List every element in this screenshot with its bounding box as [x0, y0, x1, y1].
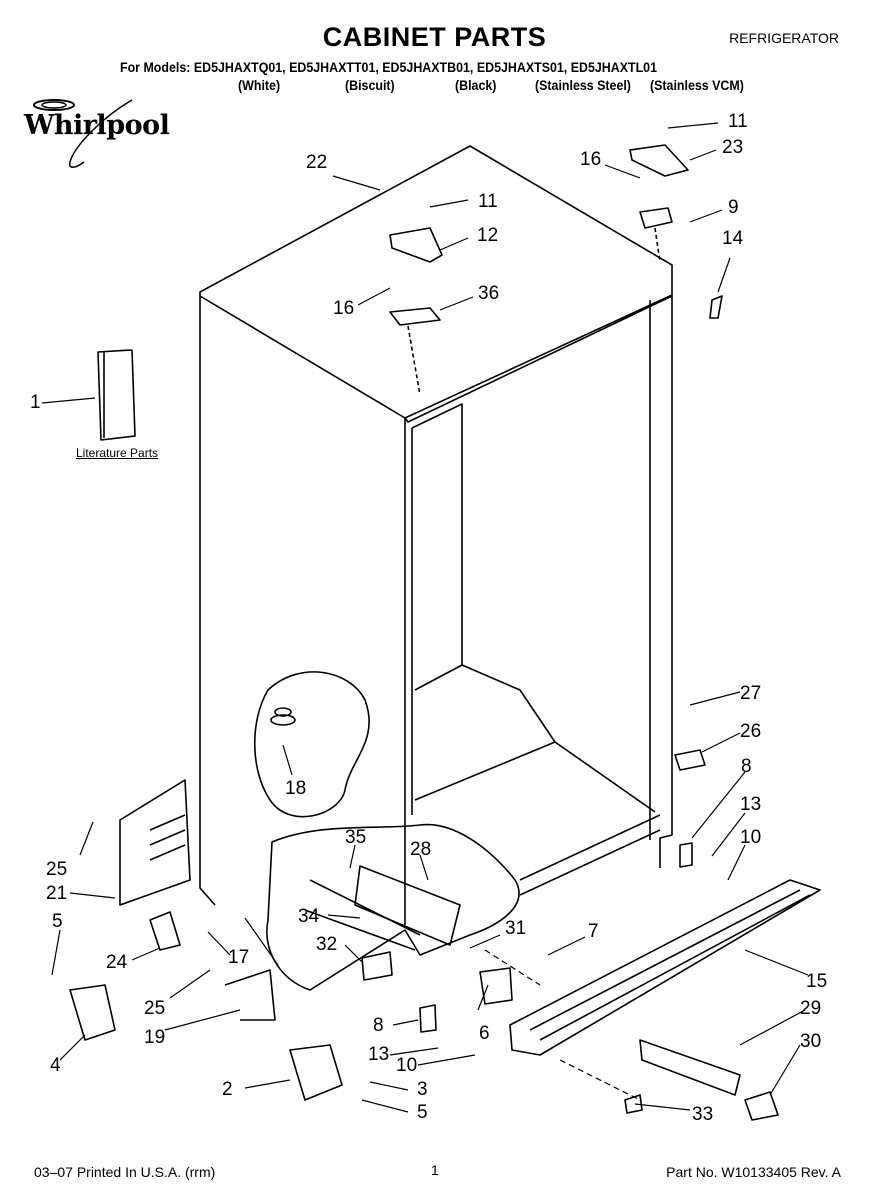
- brand-name: Whirlpool: [24, 110, 170, 141]
- callout-30: 30: [800, 1031, 822, 1052]
- callout-23: 23: [722, 137, 744, 158]
- callout-15: 15: [806, 971, 828, 992]
- callout-9: 9: [728, 197, 739, 218]
- callout-22: 22: [306, 152, 328, 173]
- callout-5-b: 5: [417, 1102, 428, 1123]
- callout-16-b: 16: [580, 149, 602, 170]
- callout-8-b: 8: [373, 1015, 384, 1036]
- callout-25-a: 25: [46, 859, 68, 880]
- print-info: 03–07 Printed In U.S.A. (rrm): [34, 1164, 216, 1180]
- callout-19: 19: [144, 1027, 166, 1048]
- literature-booklet: [97, 349, 136, 441]
- top-hinge-right: [639, 207, 673, 229]
- variant-stainless-vcm: (Stainless VCM): [650, 78, 744, 93]
- callout-7: 7: [588, 921, 599, 942]
- callout-36: 36: [478, 283, 500, 304]
- callout-5-a: 5: [52, 911, 63, 932]
- literature-parts-caption: Literature Parts: [76, 446, 159, 460]
- callout-13-b: 13: [368, 1044, 390, 1065]
- leader-lines: [41, 122, 809, 1113]
- callout-16-a: 16: [333, 298, 355, 319]
- page-number: 1: [431, 1162, 439, 1178]
- page-title: CABINET PARTS: [322, 22, 547, 52]
- callout-35: 35: [345, 827, 367, 848]
- callout-26: 26: [740, 721, 762, 742]
- callout-28: 28: [410, 839, 432, 860]
- callout-13-a: 13: [740, 794, 762, 815]
- callout-11-a: 11: [478, 191, 498, 212]
- callout-6: 6: [479, 1023, 490, 1044]
- brand-swoosh-icon: [33, 99, 133, 168]
- callout-24: 24: [106, 952, 128, 973]
- callout-3: 3: [417, 1079, 428, 1100]
- model-list: For Models: ED5JHAXTQ01, ED5JHAXTT01, ED…: [120, 60, 657, 75]
- callout-33: 33: [692, 1104, 714, 1125]
- brand-logo: Whirlpool: [14, 96, 174, 176]
- callout-29: 29: [800, 998, 822, 1019]
- toe-grille: [509, 879, 821, 1056]
- water-filter: [639, 1039, 741, 1096]
- callout-18: 18: [285, 778, 307, 799]
- callout-4: 4: [50, 1055, 61, 1076]
- callout-10-a: 10: [740, 827, 762, 848]
- callout-34: 34: [298, 906, 320, 927]
- callout-8-a: 8: [741, 756, 752, 777]
- callout-21: 21: [46, 883, 68, 904]
- variant-white: (White): [238, 78, 281, 93]
- callout-31: 31: [505, 918, 527, 939]
- variant-black: (Black): [455, 78, 497, 93]
- callout-14: 14: [722, 228, 744, 249]
- variant-stainless-steel: (Stainless Steel): [535, 78, 631, 93]
- callout-32: 32: [316, 934, 338, 955]
- side-panel: [119, 779, 191, 906]
- variant-biscuit: (Biscuit): [345, 78, 395, 93]
- callout-10-b: 10: [396, 1055, 418, 1076]
- callout-17: 17: [228, 947, 250, 968]
- callout-1: 1: [30, 392, 41, 413]
- callout-25-b: 25: [144, 998, 166, 1019]
- appliance-category: REFRIGERATOR: [729, 30, 839, 46]
- callout-12: 12: [477, 225, 499, 246]
- condenser-part: [354, 865, 461, 946]
- part-number: Part No. W10133405 Rev. A: [666, 1164, 841, 1180]
- cabinet-outline: [199, 145, 673, 419]
- callout-27: 27: [740, 683, 762, 704]
- top-hinge-left: [389, 307, 441, 326]
- callout-11-b: 11: [728, 111, 748, 132]
- callout-2: 2: [222, 1079, 233, 1100]
